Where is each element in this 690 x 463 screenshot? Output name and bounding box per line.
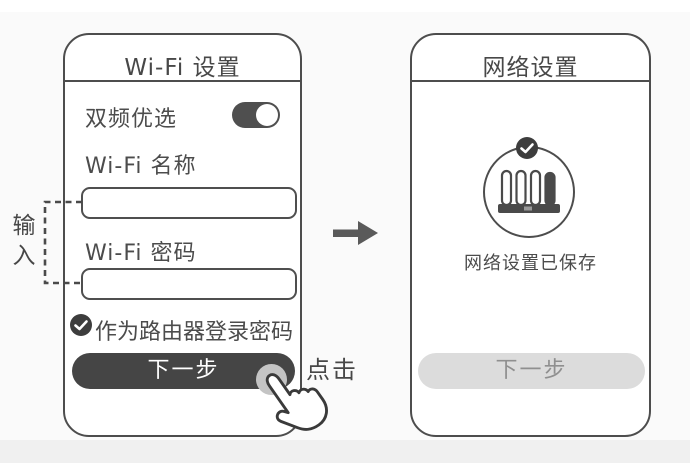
wifi-name-input[interactable] [81,187,297,219]
wifi-password-label: Wi-Fi 密码 [85,241,197,266]
top-margin-band [0,0,690,12]
toggle-knob [256,104,278,126]
status-saved-text: 网络设置已保存 [464,253,597,274]
router-status-icon [483,146,575,238]
check-badge-icon [516,137,538,159]
router-icon [498,169,560,213]
input-annotation-label: 输入 [8,213,34,273]
panel-title: Wi-Fi 设置 [124,55,241,81]
hand-cursor-icon [265,373,328,431]
panel-title: 网络设置 [482,55,579,81]
wifi-password-input[interactable] [81,268,297,300]
network-settings-panel: 网络设置 网络设置已保存 下一步 [410,33,651,437]
dual-band-label: 双频优选 [85,107,178,132]
wifi-settings-panel: Wi-Fi 设置 双频优选 Wi-Fi 名称 Wi-Fi 密码 作为路由器登录密… [63,33,302,437]
arrow-right-icon [333,221,378,245]
next-step-button-disabled[interactable]: 下一步 [418,353,645,389]
wifi-name-label: Wi-Fi 名称 [85,154,197,179]
checkmark-circle-icon[interactable] [70,314,92,336]
bottom-margin-band [0,440,690,463]
title-divider [65,80,300,82]
title-divider [412,80,649,82]
click-annotation-label: 点击 [306,356,358,384]
login-password-checkbox-label: 作为路由器登录密码 [95,320,294,345]
dual-band-toggle[interactable] [232,102,280,128]
login-password-checkbox-row[interactable]: 作为路由器登录密码 [65,313,300,345]
